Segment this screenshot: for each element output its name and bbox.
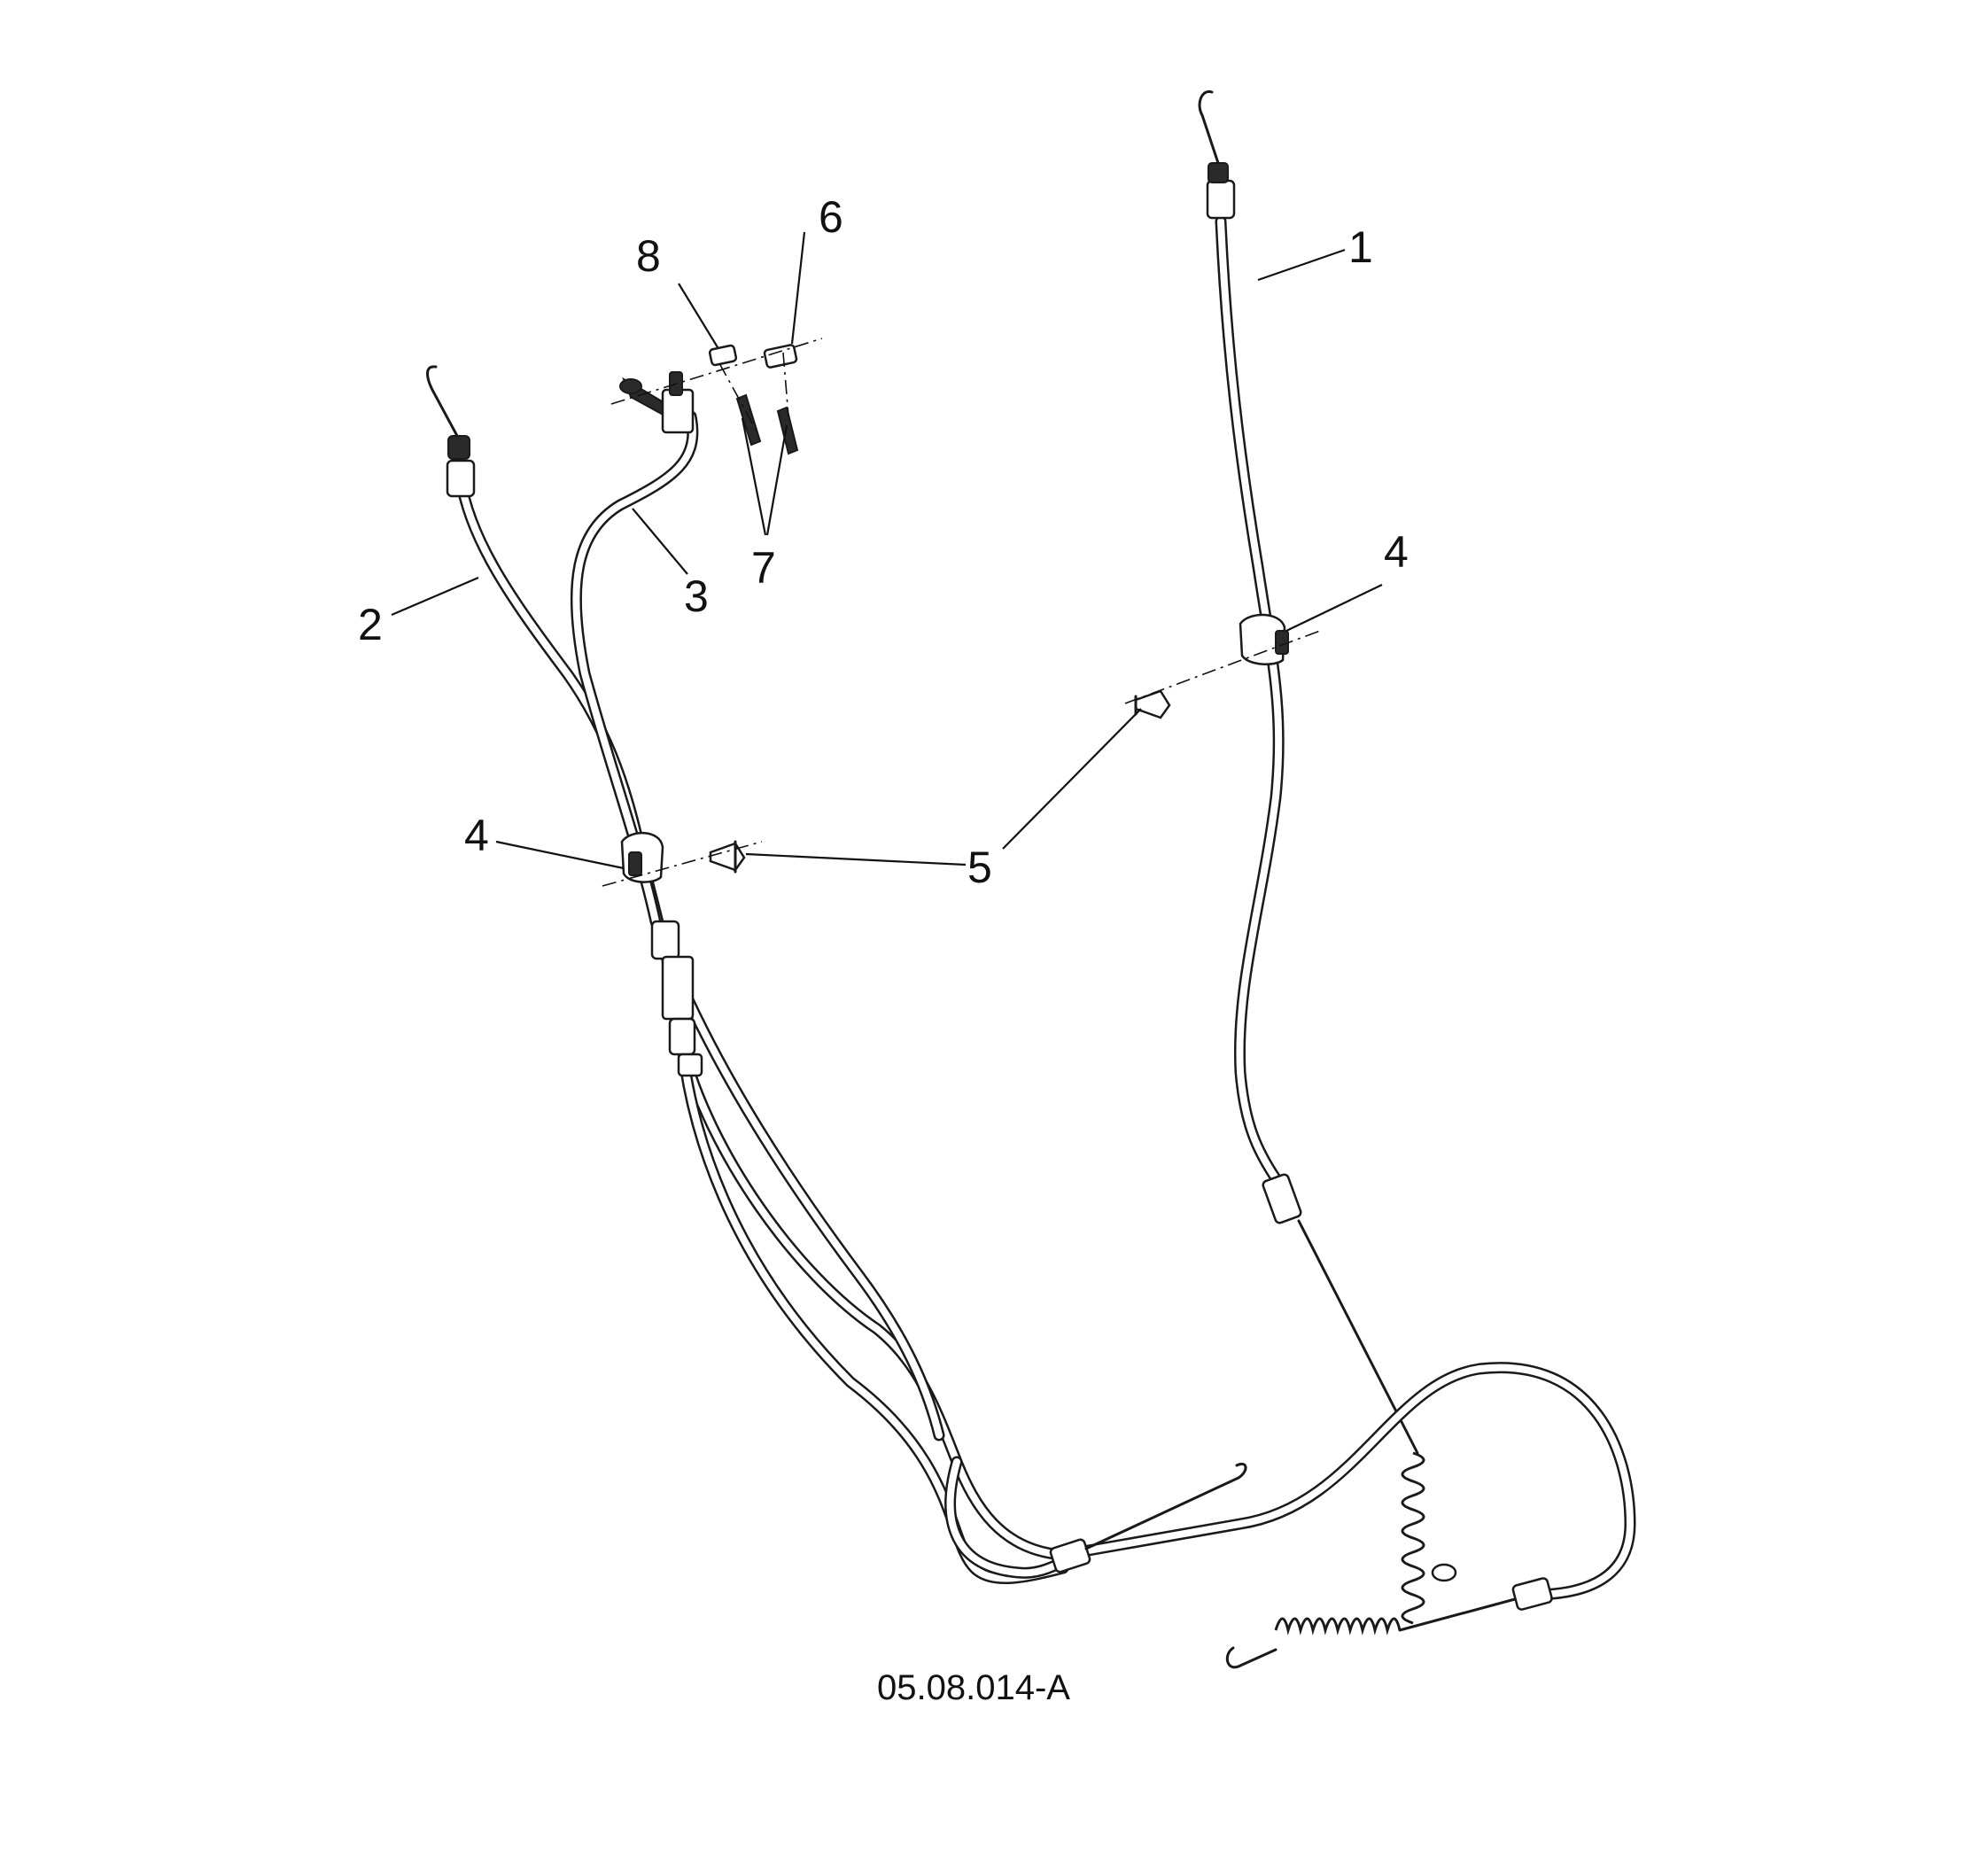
callout-4-right: 4 bbox=[1384, 527, 1409, 577]
centerlines bbox=[602, 338, 1321, 887]
callout-1: 1 bbox=[1348, 222, 1373, 272]
callout-2: 2 bbox=[358, 600, 383, 649]
pins-7 bbox=[735, 393, 799, 455]
callout-3: 3 bbox=[684, 571, 709, 621]
clip-left bbox=[620, 831, 664, 883]
callout-4-left: 4 bbox=[464, 811, 489, 860]
callout-5: 5 bbox=[967, 843, 992, 892]
callout-8: 8 bbox=[636, 231, 661, 281]
cable-3 bbox=[570, 371, 1247, 1584]
push-rivet-right bbox=[1134, 689, 1171, 719]
bushing-8 bbox=[708, 344, 738, 367]
cable-2 bbox=[426, 365, 1636, 1669]
callout-6: 6 bbox=[819, 192, 843, 242]
clip-right bbox=[1239, 613, 1289, 665]
bushing-6 bbox=[763, 344, 798, 369]
push-rivet-left bbox=[709, 840, 746, 874]
drawing-number: 05.08.014-A bbox=[877, 1668, 1070, 1707]
callouts: 1 2 3 4 4 5 6 7 8 bbox=[358, 192, 1409, 892]
leader-lines bbox=[391, 231, 1383, 870]
callout-7: 7 bbox=[751, 543, 776, 593]
